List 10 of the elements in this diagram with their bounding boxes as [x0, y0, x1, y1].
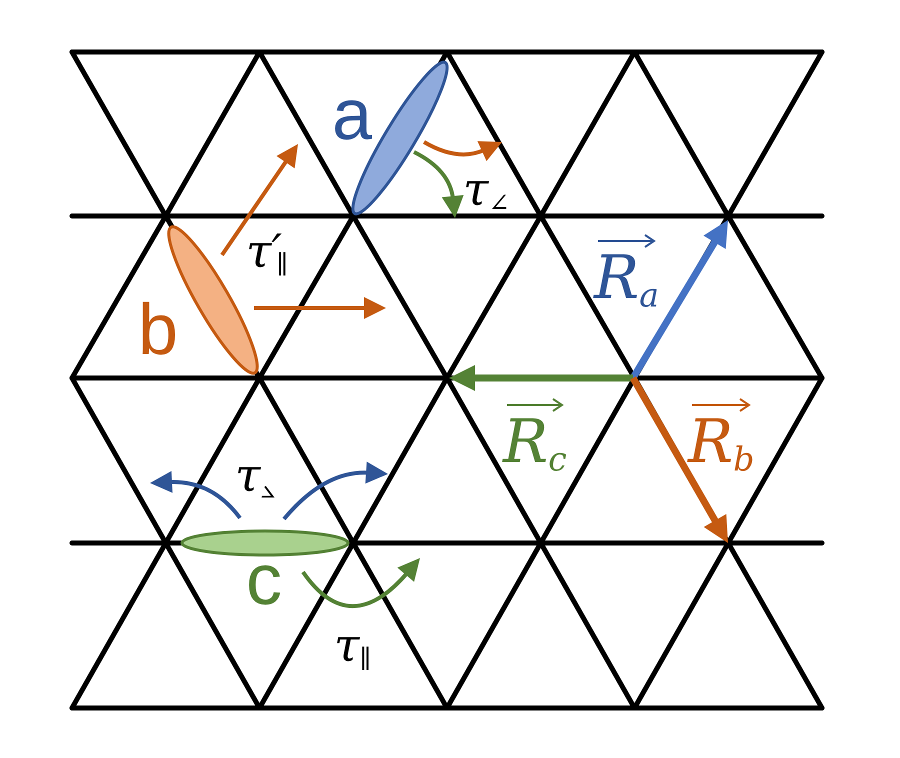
vector-label: R$_{a}$	[594, 248, 659, 308]
math-label: τ$_{⦣}$	[235, 452, 276, 498]
letter-label: b	[138, 294, 178, 366]
letter-label: a	[332, 79, 372, 151]
math-label: τ$_{∥}$	[334, 622, 372, 668]
vector-label: R$_{c}$	[503, 412, 567, 472]
letter-label: c	[246, 544, 282, 616]
vector-label: R$_{b}$	[688, 412, 754, 472]
math-label: τ′$_{∥}$	[246, 228, 288, 274]
math-label: τ$_{∠}$	[463, 166, 510, 212]
